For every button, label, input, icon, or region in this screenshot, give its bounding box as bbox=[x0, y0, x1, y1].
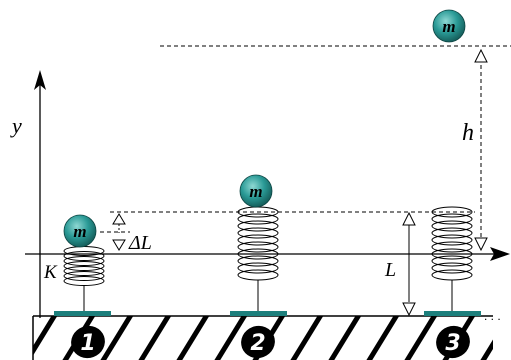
length-l-up-arrow-icon bbox=[402, 211, 416, 226]
delta-l-label: ΔL bbox=[128, 232, 152, 254]
position-3-label: 3 bbox=[445, 331, 460, 356]
delta-l-down-arrow-icon bbox=[112, 239, 126, 251]
spring-3 bbox=[431, 206, 473, 312]
ground-ellipsis: . . . bbox=[484, 309, 501, 323]
mass-3: m bbox=[432, 9, 466, 43]
spring-2 bbox=[237, 206, 279, 312]
delta-l-indicator bbox=[112, 213, 126, 251]
y-axis: y bbox=[10, 70, 46, 318]
spring-constant-label: K bbox=[43, 262, 58, 283]
plate-3 bbox=[424, 311, 481, 316]
position-2-label: 2 bbox=[250, 331, 265, 356]
y-axis-label: y bbox=[10, 113, 22, 138]
spring-1 bbox=[63, 246, 105, 312]
x-axis-arrow-icon bbox=[490, 247, 510, 261]
plate-1 bbox=[54, 311, 111, 316]
position-1-badge: 1 bbox=[71, 325, 105, 359]
position-2-badge: 2 bbox=[241, 325, 275, 359]
height-h-label: h bbox=[462, 120, 474, 146]
mass-3-label: m bbox=[442, 17, 455, 36]
length-l-indicator bbox=[402, 211, 416, 317]
position-1-label: 1 bbox=[80, 331, 95, 356]
height-h-down-arrow-icon bbox=[474, 237, 488, 252]
length-l-down-arrow-icon bbox=[402, 302, 416, 317]
length-l-label: L bbox=[384, 259, 396, 281]
x-axis bbox=[25, 247, 510, 261]
position-badges: 1 2 3 bbox=[71, 325, 470, 359]
mass-2-label: m bbox=[249, 182, 262, 201]
mass-2: m bbox=[239, 174, 273, 208]
position-3-badge: 3 bbox=[436, 325, 470, 359]
dashed-guides bbox=[100, 45, 511, 238]
height-h-up-arrow-icon bbox=[474, 48, 488, 63]
plate-2 bbox=[230, 311, 287, 316]
mass-1: m bbox=[63, 214, 97, 248]
y-axis-arrow-icon bbox=[34, 70, 46, 90]
mass-1-label: m bbox=[73, 222, 86, 241]
delta-l-up-arrow-icon bbox=[112, 213, 126, 225]
height-h-indicator bbox=[474, 48, 488, 252]
